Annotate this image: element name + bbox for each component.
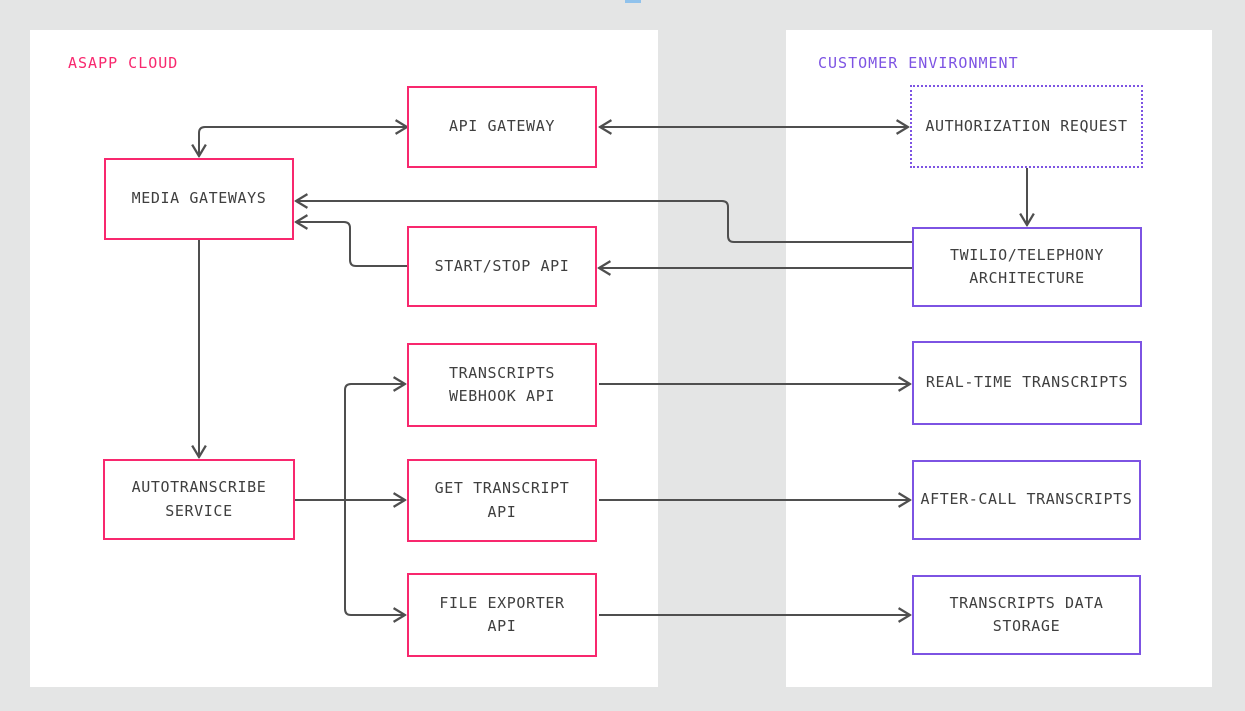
node-get-transcript-api: GET TRANSCRIPT API <box>407 459 597 542</box>
top-edge-blue-fragment <box>625 0 641 3</box>
node-transcripts-webhook-api: TRANSCRIPTS WEBHOOK API <box>407 343 597 427</box>
node-autotranscribe-service: AUTOTRANSCRIBE SERVICE <box>103 459 295 540</box>
node-label: FILE EXPORTER API <box>439 593 565 635</box>
node-real-time-transcripts: REAL-TIME TRANSCRIPTS <box>912 341 1142 425</box>
region-label-asapp-cloud: ASAPP CLOUD <box>68 54 179 72</box>
node-file-exporter-api: FILE EXPORTER API <box>407 573 597 657</box>
node-api-gateway: API GATEWAY <box>407 86 597 168</box>
node-label: START/STOP API <box>434 256 570 275</box>
node-label: API GATEWAY <box>449 117 555 136</box>
node-twilio-telephony-architecture: TWILIO/TELEPHONY ARCHITECTURE <box>912 227 1142 307</box>
region-label-customer-environment: CUSTOMER ENVIRONMENT <box>818 54 1019 72</box>
node-start-stop-api: START/STOP API <box>407 226 597 307</box>
node-after-call-transcripts: AFTER-CALL TRANSCRIPTS <box>912 460 1141 540</box>
node-label: GET TRANSCRIPT API <box>434 479 570 521</box>
node-label: AFTER-CALL TRANSCRIPTS <box>920 490 1133 509</box>
node-media-gateways: MEDIA GATEWAYS <box>104 158 294 240</box>
node-transcripts-data-storage: TRANSCRIPTS DATA STORAGE <box>912 575 1141 655</box>
node-label: REAL-TIME TRANSCRIPTS <box>925 373 1129 392</box>
node-label: MEDIA GATEWAYS <box>131 189 267 208</box>
node-label: TRANSCRIPTS DATA STORAGE <box>949 593 1104 635</box>
node-authorization-request: AUTHORIZATION REQUEST <box>910 85 1143 168</box>
node-label: AUTOTRANSCRIBE SERVICE <box>131 478 267 520</box>
node-label: TWILIO/TELEPHONY ARCHITECTURE <box>949 245 1105 287</box>
node-label: AUTHORIZATION REQUEST <box>925 116 1128 135</box>
node-label: TRANSCRIPTS WEBHOOK API <box>449 363 555 405</box>
